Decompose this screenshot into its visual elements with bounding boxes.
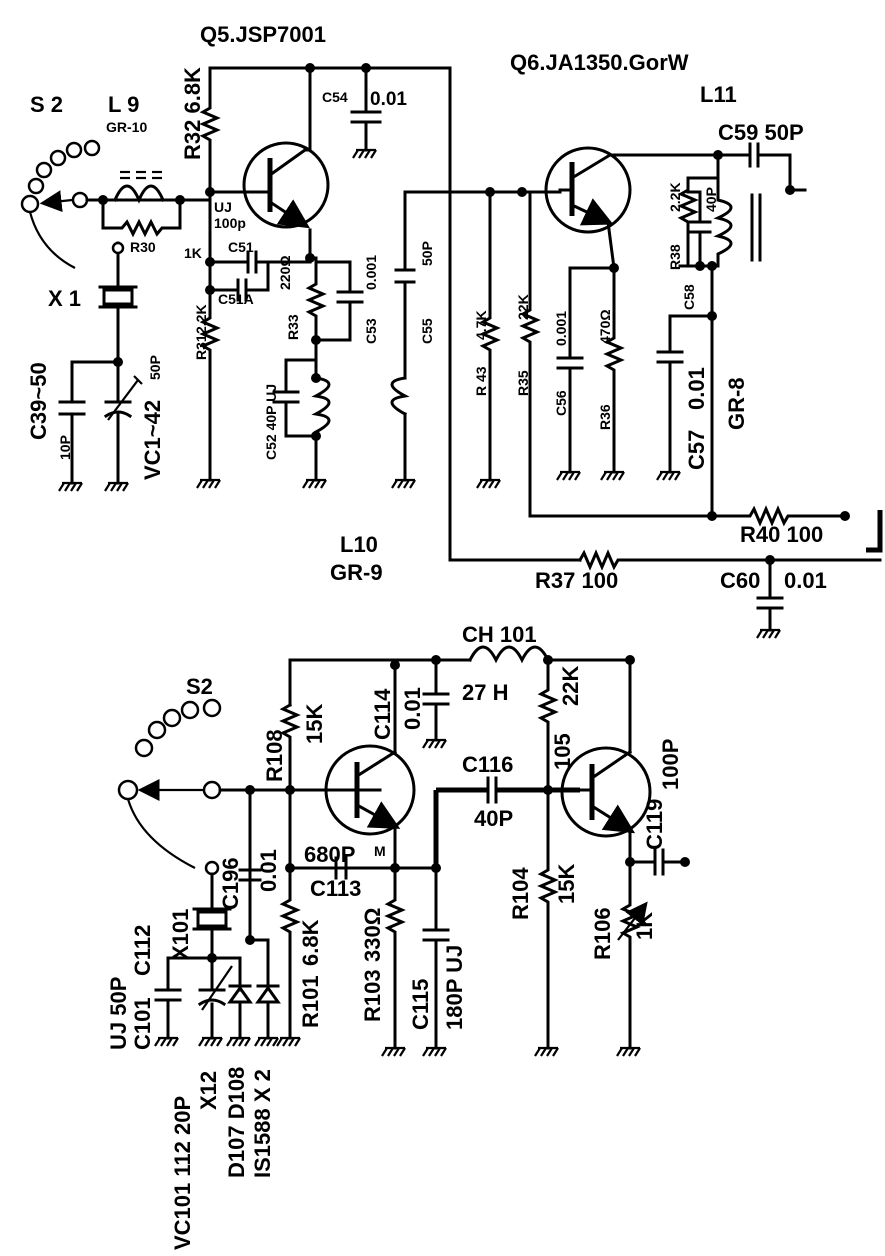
label-l11: L11 [700,82,737,107]
label-c680-m: M [374,843,386,859]
label-c115: C115 [408,979,433,1030]
label-c114: C114 [370,688,395,740]
label-c60-val: 0.01 [784,568,827,593]
label-r104: R104 [508,867,533,920]
label-vc1: VC1~42 [140,400,165,480]
label-l10: L10 [340,532,378,557]
note-vc101: VC101 112 20P [170,1096,195,1250]
label-c115-val: 180P UJ [442,945,467,1030]
label-r31: R31 [193,334,209,360]
label-c39: C39~50 [26,362,51,440]
label-q5: Q5.JSP7001 [200,22,326,47]
label-r33: R33 [285,314,301,340]
label-r36: R36 [597,404,613,430]
label-q6: Q6.JA1350.GorW [510,50,689,75]
note-d107: D107 D108 [224,1067,249,1178]
label-c55: C55 [419,318,435,344]
note-is1588: IS1588 X 2 [250,1069,275,1178]
label-vc1-50p: 50P [147,355,163,380]
label-gr8: GR-8 [724,377,749,430]
label-gr9: GR-9 [330,560,383,585]
label-c113: C113 [310,876,361,901]
label-r43: R 43 [473,366,489,396]
label-c57: C57 [684,430,709,470]
label-x1: X 1 [48,286,81,311]
label-r101-val: 6.8K [298,919,323,966]
label-s2-upper: S 2 [30,92,63,117]
label-r30: R30 [130,239,156,255]
switch-s2-lower [117,698,222,869]
label-c56-val: 0.001 [553,311,569,346]
label-c53: C53 [363,318,379,344]
label-r101: R101 [298,975,323,1028]
label-10p: 10P [57,435,73,460]
label-r220: 220Ω [277,255,293,290]
label-c59: C59 50P [718,120,804,145]
label-l9: L 9 [108,92,139,117]
label-c54: C54 [322,89,348,105]
label-1k: 1K [184,245,202,261]
switch-s2-upper [20,139,101,269]
label-c52: C52 40P UJ [263,384,279,460]
label-c53-val: 0.001 [363,255,379,290]
label-r106-val: 1K [632,912,657,940]
label-c60: C60 [720,568,760,593]
label-s2-lower: S2 [186,674,213,699]
label-c119-val: 100P [658,739,683,790]
lower-circuit [117,645,690,1058]
label-r104-val: 15K [554,864,579,904]
label-c114-val: 0.01 [400,687,425,730]
label-l9-type: GR-10 [106,119,147,135]
label-c112: C112 [130,925,155,976]
label-r32: R32 6.8K [180,67,205,160]
label-c51a: C51A [218,291,254,307]
label-r108-val: 15K [302,704,327,744]
label-r105: 105 [550,733,575,770]
label-r105-val: 22K [558,666,583,706]
label-c119: C119 [642,799,667,850]
label-r106: R106 [590,907,615,960]
upper-circuit [20,63,883,640]
label-c196-val: 0.01 [256,849,281,892]
label-r40: R40 100 [740,522,823,547]
label-c58: C58 [681,284,697,310]
labels-lower: S2 CH 101 27 H R108 15K C114 0.01 105 22… [106,622,683,1250]
label-c57-val: 0.01 [684,367,709,410]
label-r108: R108 [262,729,287,782]
label-ch101: CH 101 [462,622,537,647]
label-c54-val: 0.01 [370,89,407,110]
label-r38: R38 [667,244,683,270]
label-r36-val: 470Ω [597,309,613,344]
label-c55-val: 50P [419,241,435,266]
label-uj50p: UJ 50P [106,977,131,1050]
note-x12: X12 [196,1071,221,1110]
label-uj: UJ [214,199,232,215]
label-c101: C101 [130,997,155,1050]
label-c116-val: 40P [474,806,513,831]
label-c40p: 40P [703,187,719,212]
label-r43-val: 4.7K [473,310,489,340]
label-r103-val: 330Ω [360,908,385,962]
label-x101: X101 [168,909,193,960]
labels-upper: Q5.JSP7001 Q6.JA1350.GorW S 2 L 9 GR-10 … [26,22,827,593]
label-r35: R35 [515,370,531,396]
label-r31-val: 2.2K [193,304,209,334]
label-c680: 680P [304,842,355,867]
label-r35-val: 22K [515,294,531,320]
label-c56: C56 [553,390,569,416]
label-r37: R37 100 [535,568,618,593]
label-r103: R103 [360,969,385,1022]
label-c116: C116 [462,752,513,777]
label-c51: C51 [228,239,254,255]
label-100p: 100p [214,215,246,231]
label-c196: C196 [218,857,243,910]
label-r38-val: 2.2K [667,182,683,212]
label-ch-val: 27 H [462,680,508,705]
